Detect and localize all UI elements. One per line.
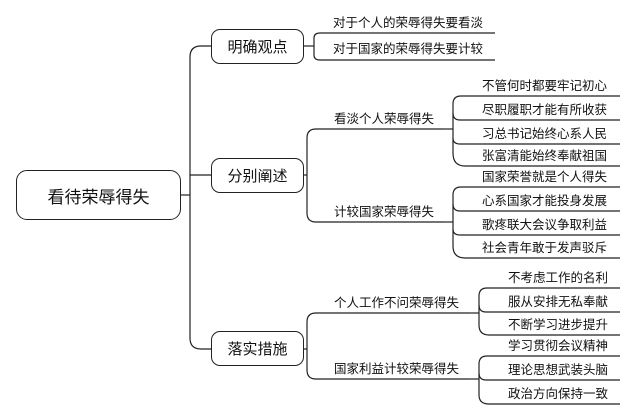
leaf-label[interactable]: 尽职履职才能有所收获 [482, 102, 608, 117]
leaf-label[interactable]: 不管何时都要牢记初心 [482, 78, 608, 93]
connector [478, 287, 620, 297]
leaf-label[interactable]: 对于个人的荣辱得失要看淡 [333, 15, 484, 30]
root-node[interactable]: 看待荣辱得失 [16, 170, 181, 220]
connector [452, 186, 620, 196]
connector [306, 369, 470, 380]
leaf-label[interactable]: 习总书记始终心系人民 [482, 126, 608, 141]
connector [306, 212, 443, 223]
connector [452, 152, 620, 167]
connector [189, 45, 211, 58]
connector [452, 112, 620, 121]
leaf-label[interactable]: 服从安排无私奉献 [508, 294, 609, 309]
leaf-label[interactable]: 不断学习进步提升 [508, 317, 609, 332]
sub-branch-label[interactable]: 国家利益计较荣辱得失 [334, 361, 460, 376]
leaf-label[interactable]: 歌疼联大会议争取利益 [482, 217, 608, 232]
branch-label: 明确观点 [227, 38, 288, 56]
branch-node-measures[interactable]: 落实措施 [211, 331, 304, 366]
connector [478, 372, 620, 381]
connector [452, 95, 620, 105]
sub-branch-label[interactable]: 看淡个人荣辱得失 [334, 111, 435, 126]
connector [452, 137, 620, 145]
connector [478, 355, 620, 365]
connector [478, 394, 620, 405]
leaf-label[interactable]: 政治方向保持一致 [508, 386, 609, 401]
leaf-label[interactable]: 学习贯彻会议精神 [508, 338, 609, 353]
sub-branch-label[interactable]: 个人工作不问荣辱得失 [334, 295, 460, 310]
leaf-label[interactable]: 心系国家才能投身发展 [482, 193, 608, 208]
connector [306, 128, 443, 139]
connector [478, 304, 620, 313]
connector [478, 324, 620, 336]
connector [313, 32, 495, 39]
connector [313, 54, 495, 61]
connector [452, 245, 620, 259]
leaf-label[interactable]: 对于国家的荣辱得失要计较 [333, 41, 484, 56]
connector [306, 312, 470, 323]
leaf-label[interactable]: 社会青年敢于发声驳斥 [482, 240, 608, 255]
branch-label: 落实措施 [227, 340, 288, 358]
branch-label: 分别阐述 [227, 167, 288, 185]
connector [452, 203, 620, 212]
connector [452, 228, 620, 236]
leaf-label[interactable]: 理论思想武装头脑 [508, 362, 609, 377]
leaf-label[interactable]: 国家荣誉就是个人得失 [482, 169, 608, 184]
branch-node-viewpoint[interactable]: 明确观点 [211, 29, 304, 64]
root-label: 看待荣辱得失 [47, 187, 150, 208]
leaf-label[interactable]: 不考虑工作的名利 [508, 270, 609, 285]
leaf-label[interactable]: 张富清能始终奉献祖国 [482, 148, 608, 163]
branch-node-elaborate[interactable]: 分别阐述 [211, 158, 304, 193]
sub-branch-label[interactable]: 计较国家荣辱得失 [334, 204, 435, 219]
connector [189, 337, 211, 350]
